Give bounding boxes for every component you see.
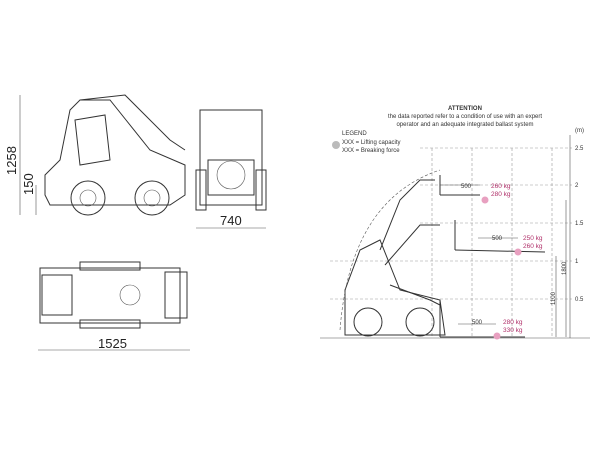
y-tick: 1.5 [575, 221, 584, 227]
attention-line2: operator and an adequate integrated ball… [396, 122, 533, 128]
reach-label: 500 [492, 236, 503, 242]
y-tick: 2 [575, 183, 579, 189]
height-grid [320, 135, 590, 339]
y-tick: 1 [575, 259, 579, 265]
dimension-width: 740 [220, 213, 242, 228]
legend-icon [332, 141, 340, 149]
unit-label: (m) [575, 128, 584, 134]
attention-title: ATTENTION [448, 106, 482, 112]
lifting-capacity: 250 kg [523, 235, 543, 242]
height-max-label: 1800 [562, 261, 568, 275]
lifting-capacity: 280 kg [503, 319, 523, 326]
dimension-height: 1258 [4, 146, 19, 175]
load-point-icon [493, 332, 501, 340]
reach-label: 500 [472, 320, 483, 326]
legend-title: LEGEND [342, 131, 367, 137]
breaking-force: 280 kg [491, 191, 511, 198]
lifting-capacity: 260 kg [491, 183, 511, 190]
load-point-icon [514, 248, 522, 256]
side-view [19, 94, 186, 216]
loader-reach-view [339, 169, 546, 338]
y-tick: 0.5 [575, 297, 584, 303]
legend-lifting: XXX = Lifting capacity [342, 140, 401, 146]
front-view [195, 109, 267, 229]
breaking-force: 260 kg [523, 243, 543, 250]
attention-line1: the data reported refer to a condition o… [388, 114, 542, 120]
dimension-clearance: 150 [21, 173, 36, 195]
legend-breaking: XXX = Breaking force [342, 148, 400, 154]
height-mid-label: 1100 [551, 291, 557, 305]
top-view [38, 261, 190, 351]
dimension-length: 1525 [98, 336, 127, 351]
breaking-force: 330 kg [503, 327, 523, 334]
load-point-icon [481, 196, 489, 204]
reach-label: 500 [461, 184, 472, 190]
y-tick: 2.5 [575, 146, 584, 152]
